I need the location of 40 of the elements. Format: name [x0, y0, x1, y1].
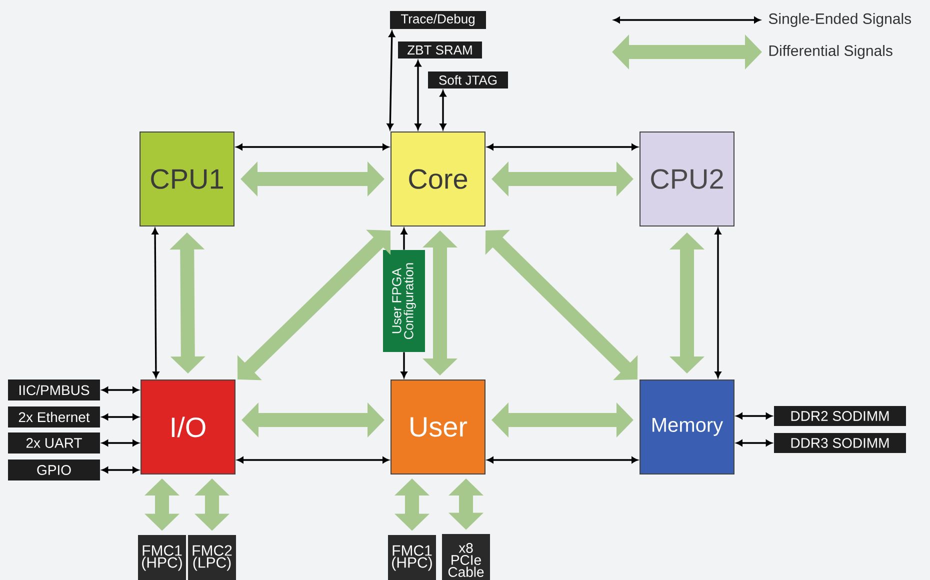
chip-box: Memory — [640, 380, 734, 474]
arrow — [714, 228, 722, 378]
arrow — [237, 230, 391, 380]
arrow — [102, 414, 139, 420]
legend-text: Single-Ended Signals — [768, 13, 912, 27]
label-box: DDR3 SODIMM — [774, 433, 906, 453]
label-box: 2x Ethernet — [8, 406, 100, 428]
arrow — [102, 386, 139, 394]
arrow — [400, 228, 408, 250]
arrow — [236, 144, 389, 150]
arrow — [487, 144, 638, 150]
label-box: DDR2 SODIMM — [774, 406, 906, 426]
arrow — [386, 30, 396, 130]
chip-box: Core — [390, 132, 486, 226]
connector-box: FMC1 (HPC) — [388, 535, 436, 580]
arrow — [736, 412, 772, 420]
arrow — [487, 456, 638, 464]
arrow — [102, 466, 139, 474]
arrow — [237, 456, 389, 464]
label-box: ZBT SRAM — [398, 42, 482, 58]
chip-box: CPU1 — [140, 132, 234, 226]
label-box: Trace/Debug — [390, 11, 486, 29]
label-box: GPIO — [8, 460, 100, 480]
label-box: 2x UART — [8, 432, 100, 454]
chip-box: I/O — [140, 380, 236, 474]
connector-box: x8 PCIe Cable — [442, 534, 490, 580]
arrow — [400, 352, 408, 378]
chip-box: CPU2 — [640, 132, 734, 226]
connector-box: FMC2 (LPC) — [188, 535, 236, 580]
arrow — [736, 440, 772, 446]
legend-text: Differential Signals — [769, 45, 892, 59]
label-box: IIC/PMBUS — [8, 380, 100, 400]
arrow — [440, 90, 446, 130]
chip-box: User — [390, 380, 486, 474]
connector-box: FMC1 (HPC) — [138, 535, 186, 580]
arrow — [152, 228, 160, 378]
config-box: User FPGA Configuration — [383, 250, 425, 352]
arrow — [102, 440, 139, 446]
arrow — [414, 60, 422, 130]
label-box: Soft JTAG — [428, 72, 508, 88]
